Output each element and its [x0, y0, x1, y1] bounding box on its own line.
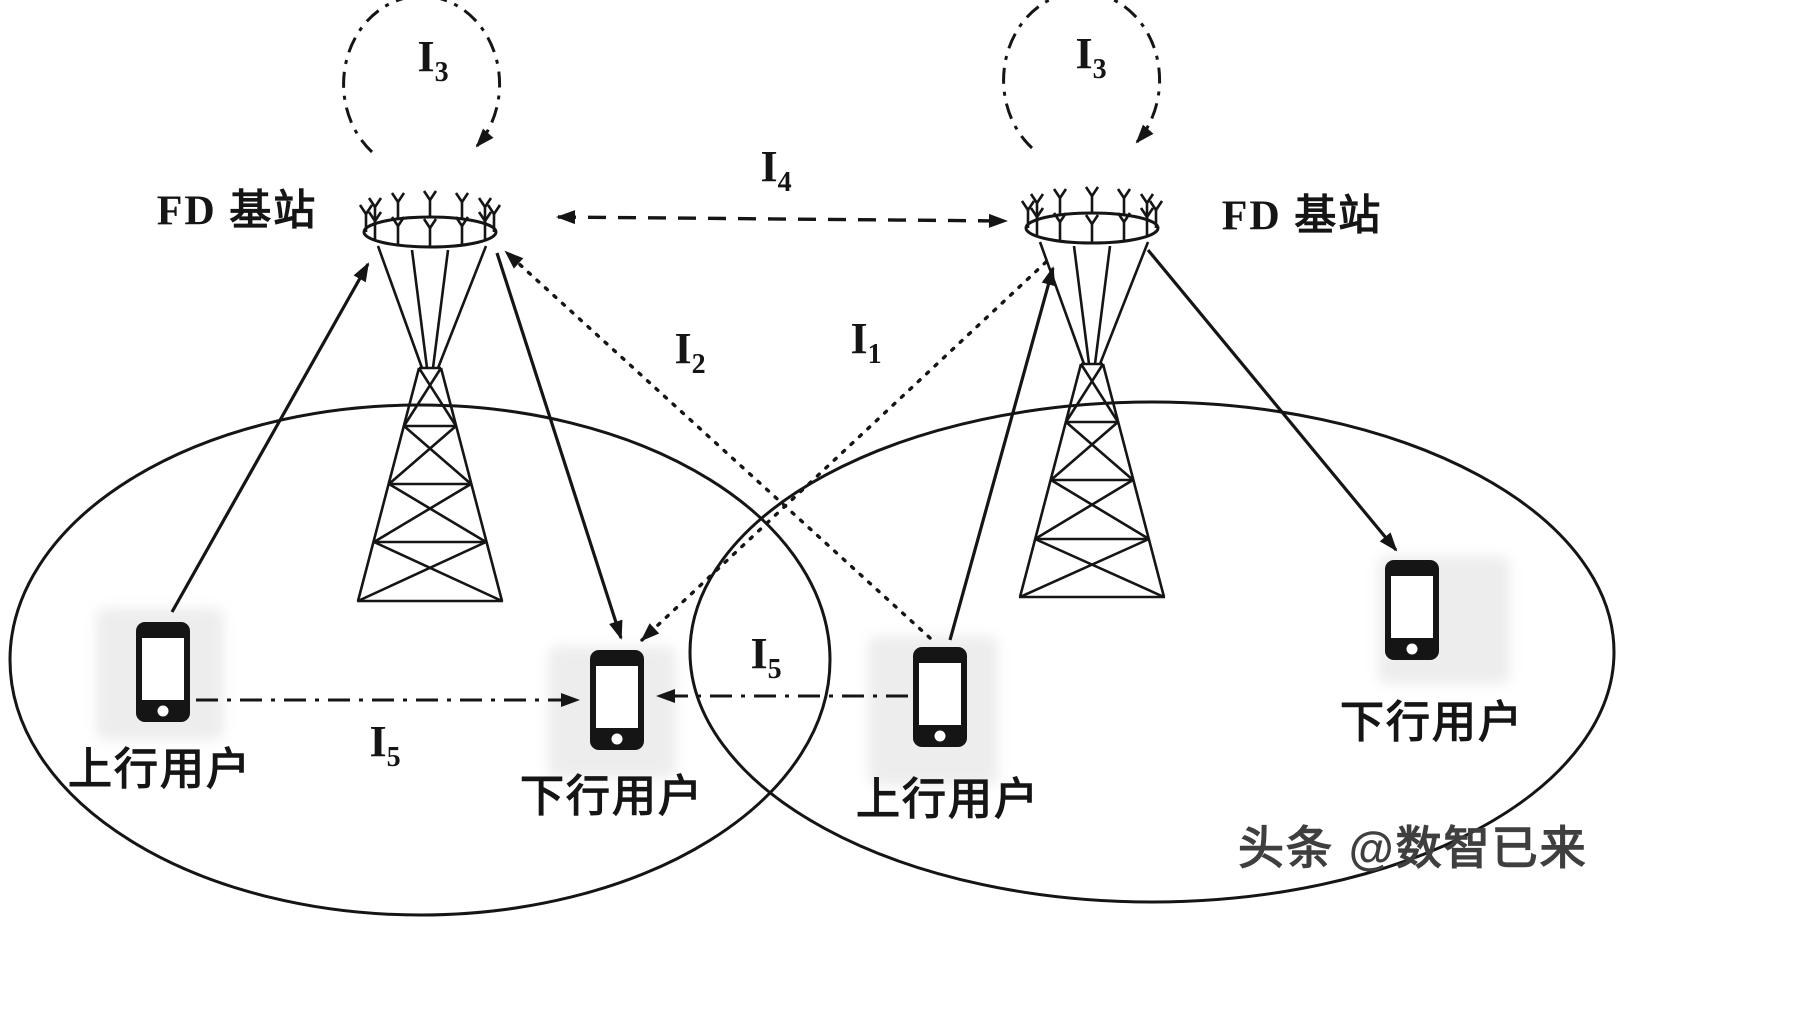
interference-label-i3-right: I3: [1075, 29, 1107, 85]
interference-label-i1: I1: [850, 314, 882, 370]
self-interference-loop-left: [342, 0, 502, 154]
phone-downlink-left: [590, 650, 644, 750]
base-station-right-label: FD 基站: [1221, 193, 1383, 240]
uplink-user-right-label: 上行用户: [856, 775, 1040, 824]
arrow-downlink-right: [1146, 248, 1398, 552]
cell-left: [8, 403, 832, 917]
arrow-uplink-right: [948, 266, 1056, 641]
phone-uplink-left: [136, 622, 190, 722]
arrow-downlink-left: [495, 252, 623, 640]
self-interference-loop-right: [1002, 0, 1162, 150]
downlink-user-left-label: 下行用户: [520, 772, 704, 821]
phone-uplink-right: [913, 647, 967, 747]
uplink-user-left-label: 上行用户: [68, 745, 252, 794]
interference-label-i2: I2: [674, 324, 706, 380]
interference-label-i3-left: I3: [417, 32, 449, 88]
source-watermark: 头条 @数智已来: [1238, 822, 1588, 874]
base-station-left-label: FD 基站: [156, 188, 318, 235]
phone-downlink-right: [1385, 560, 1439, 660]
tower-right: [1018, 241, 1166, 599]
interference-label-i5-right: I5: [750, 629, 782, 685]
cell-right: [688, 400, 1616, 904]
interference-label-i5-left: I5: [369, 717, 401, 773]
tower-left: [356, 245, 504, 603]
arrow-cross-i1: [640, 260, 1048, 642]
antenna-array-right: [1020, 185, 1164, 245]
arrow-cross-i2: [504, 250, 932, 640]
interference-label-i4: I4: [760, 142, 792, 198]
arrow-uplink-left: [170, 262, 370, 613]
downlink-user-right-label: 下行用户: [1340, 698, 1524, 747]
arrow-bs-to-bs-i4: [556, 210, 1008, 228]
antenna-array-left: [358, 189, 502, 249]
